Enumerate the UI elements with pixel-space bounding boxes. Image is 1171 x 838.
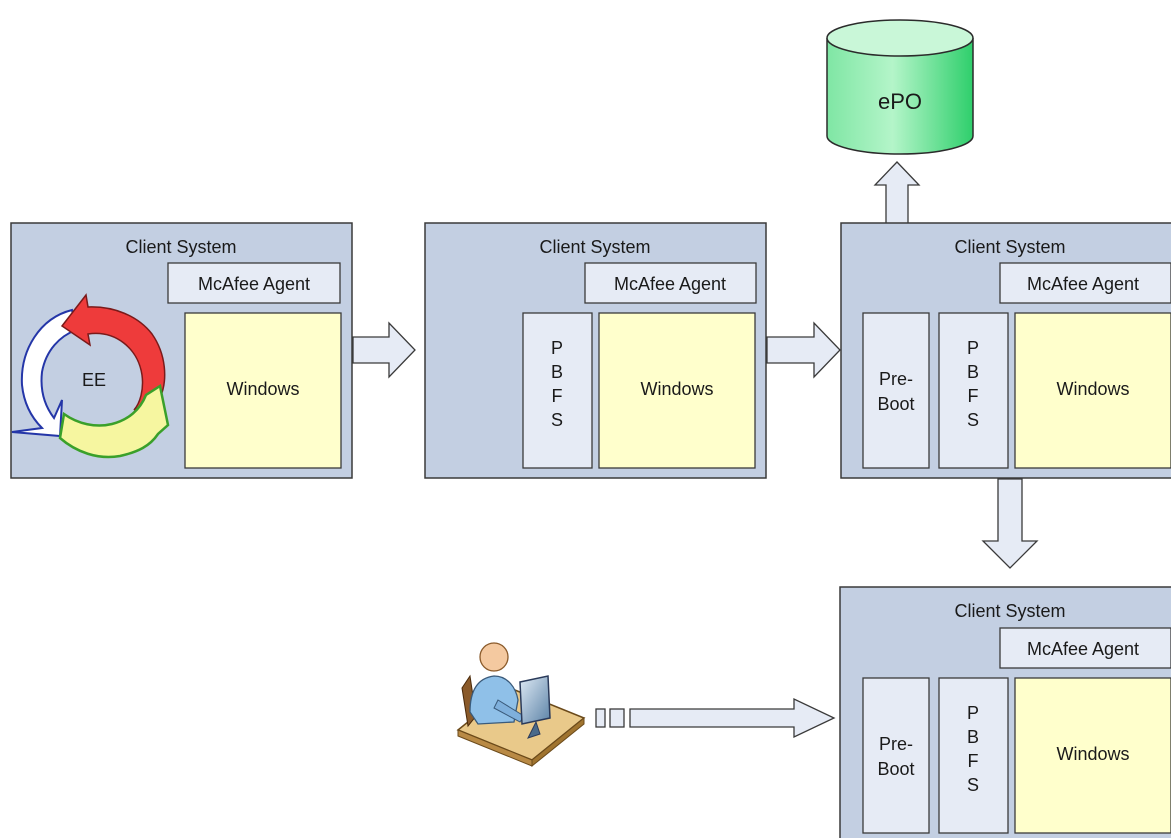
client-system-1: Client System McAfee Agent Windows EE — [10, 222, 353, 479]
client-system-3: Client System McAfee Agent Pre- Boot P B… — [840, 222, 1171, 479]
windows-label: Windows — [1056, 379, 1129, 399]
flow-arrow-2-to-3 — [766, 321, 841, 379]
pbfs-letter: S — [967, 775, 979, 795]
flow-arrow-1-to-2 — [352, 321, 416, 379]
pbfs-box — [938, 677, 1009, 834]
mcafee-agent-box — [584, 262, 757, 304]
epo-database: ePO — [826, 19, 974, 155]
mcafee-agent-label: McAfee Agent — [614, 274, 726, 294]
pbfs-letter: B — [551, 362, 563, 382]
pbfs-letter: F — [968, 386, 979, 406]
system-title: Client System — [125, 237, 236, 257]
preboot-box — [862, 312, 930, 469]
pbfs-letter: P — [967, 703, 979, 723]
system-title: Client System — [954, 601, 1065, 621]
windows-box — [598, 312, 756, 469]
epo-label: ePO — [878, 89, 922, 114]
mcafee-agent-label: McAfee Agent — [1027, 274, 1139, 294]
pbfs-letter: P — [967, 338, 979, 358]
pbfs-box — [938, 312, 1009, 469]
client-system-2: Client System McAfee Agent P B F S Windo… — [424, 222, 767, 479]
flow-arrow-3-to-4 — [981, 478, 1039, 569]
mcafee-agent-label: McAfee Agent — [1027, 639, 1139, 659]
pbfs-letter: B — [967, 362, 979, 382]
preboot-line: Pre- — [879, 369, 913, 389]
pbfs-letter: F — [552, 386, 563, 406]
pbfs-letter: S — [967, 410, 979, 430]
windows-box — [1014, 677, 1171, 834]
mcafee-agent-box — [999, 262, 1171, 304]
encryption-cycle-icon: EE — [11, 293, 170, 459]
windows-box — [184, 312, 342, 469]
user-flow-arrow — [595, 697, 836, 739]
windows-label: Windows — [1056, 744, 1129, 764]
windows-label: Windows — [226, 379, 299, 399]
ee-label: EE — [82, 370, 106, 390]
user-at-computer-icon — [456, 642, 586, 768]
client-system-4: Client System McAfee Agent Pre- Boot P B… — [839, 586, 1171, 838]
system-title: Client System — [954, 237, 1065, 257]
pbfs-letter: P — [551, 338, 563, 358]
windows-box — [1014, 312, 1171, 469]
system-title: Client System — [539, 237, 650, 257]
preboot-line: Boot — [877, 394, 914, 414]
mcafee-agent-box — [999, 627, 1171, 669]
pbfs-letter: S — [551, 410, 563, 430]
preboot-line: Boot — [877, 759, 914, 779]
mcafee-agent-label: McAfee Agent — [198, 274, 310, 294]
windows-label: Windows — [640, 379, 713, 399]
pbfs-letter: B — [967, 727, 979, 747]
mcafee-agent-box — [167, 262, 341, 304]
pbfs-box — [522, 312, 593, 469]
preboot-line: Pre- — [879, 734, 913, 754]
preboot-box — [862, 677, 930, 834]
pbfs-letter: F — [968, 751, 979, 771]
